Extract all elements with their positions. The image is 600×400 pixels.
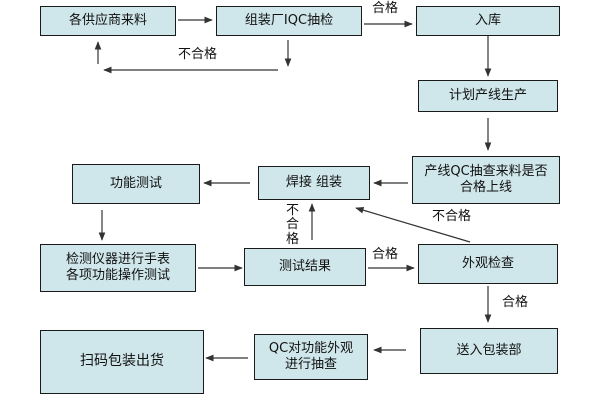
label-result-fail: 不 合 格 bbox=[286, 203, 300, 247]
arrow-appearance-weld bbox=[355, 206, 471, 243]
node-instrument: 检测仪器进行手表 各项功能操作测试 bbox=[40, 244, 196, 292]
label-appearance-fail: 不合格 bbox=[432, 209, 472, 224]
node-result: 测试结果 bbox=[244, 248, 366, 286]
node-ship: 扫码包装出货 bbox=[40, 330, 204, 394]
label-result-pass: 合格 bbox=[372, 247, 399, 262]
node-iqc: 组装厂IQC抽检 bbox=[216, 6, 362, 36]
node-supplier: 各供应商来料 bbox=[40, 6, 176, 36]
label-appearance-pass: 合格 bbox=[502, 295, 529, 310]
label-iqc-fail: 不合格 bbox=[178, 47, 218, 62]
node-storage: 入库 bbox=[416, 6, 560, 36]
node-func-test: 功能测试 bbox=[72, 164, 200, 204]
node-packing: 送入包装部 bbox=[420, 328, 558, 374]
node-final-qc: QC对功能外观 进行抽查 bbox=[254, 334, 368, 380]
node-appearance: 外观检查 bbox=[418, 244, 558, 284]
node-plan: 计划产线生产 bbox=[418, 80, 558, 112]
label-iqc-pass: 合格 bbox=[372, 1, 399, 16]
node-weld: 焊接 组装 bbox=[258, 166, 370, 200]
node-line-qc: 产线QC抽查来料是否 合格上线 bbox=[412, 156, 560, 204]
